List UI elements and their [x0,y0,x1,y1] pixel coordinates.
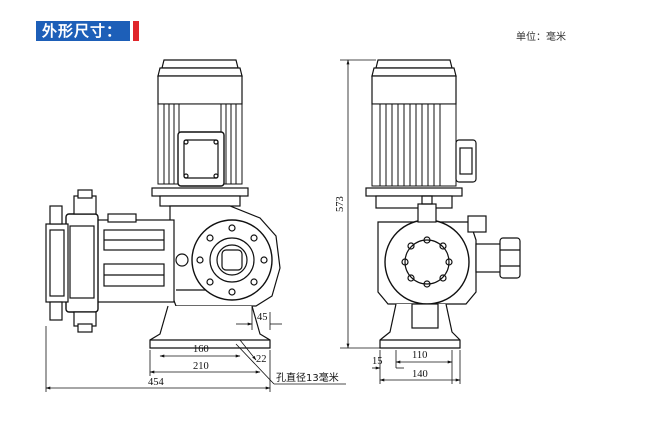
dim-454-label: 454 [148,377,165,388]
side-outlet-fitting [475,237,521,279]
unit-label: 单位：毫米 [516,32,566,43]
dim-15-label: 15 [372,356,383,367]
title-accent-marker [133,21,140,41]
dim-110-label: 110 [412,350,427,361]
gear-cover [191,219,273,301]
motor-cap [157,59,243,105]
side-top-valve [417,203,437,223]
section-title-text: 外形尺寸： [36,21,131,41]
front-plug-icon [175,253,189,267]
dim-45-label: 45 [257,312,268,323]
terminal-box [177,131,225,187]
side-terminal-box [455,139,477,183]
front-dimensions [45,306,346,392]
check-valve-bottom [49,301,97,333]
check-valve-top [49,189,97,225]
pump-housing [95,213,175,303]
motor-flange [151,187,249,197]
front-base [149,305,271,349]
dim-573-label: 573 [335,196,346,212]
dim-22-label: 22 [256,354,267,365]
side-view [365,59,521,349]
dim-140-label: 140 [412,369,428,380]
section-title: 外形尺寸： [36,21,140,41]
dim-210-label: 210 [193,361,209,372]
side-base [379,303,461,349]
side-gear-housing [377,219,477,305]
side-dimensions [340,59,461,384]
front-view [45,59,281,349]
dim-160-label: 160 [193,344,209,355]
side-motor-fins [371,103,457,187]
hole-diameter-note: 孔直径13毫米 [276,371,339,384]
pump-head [45,213,99,313]
